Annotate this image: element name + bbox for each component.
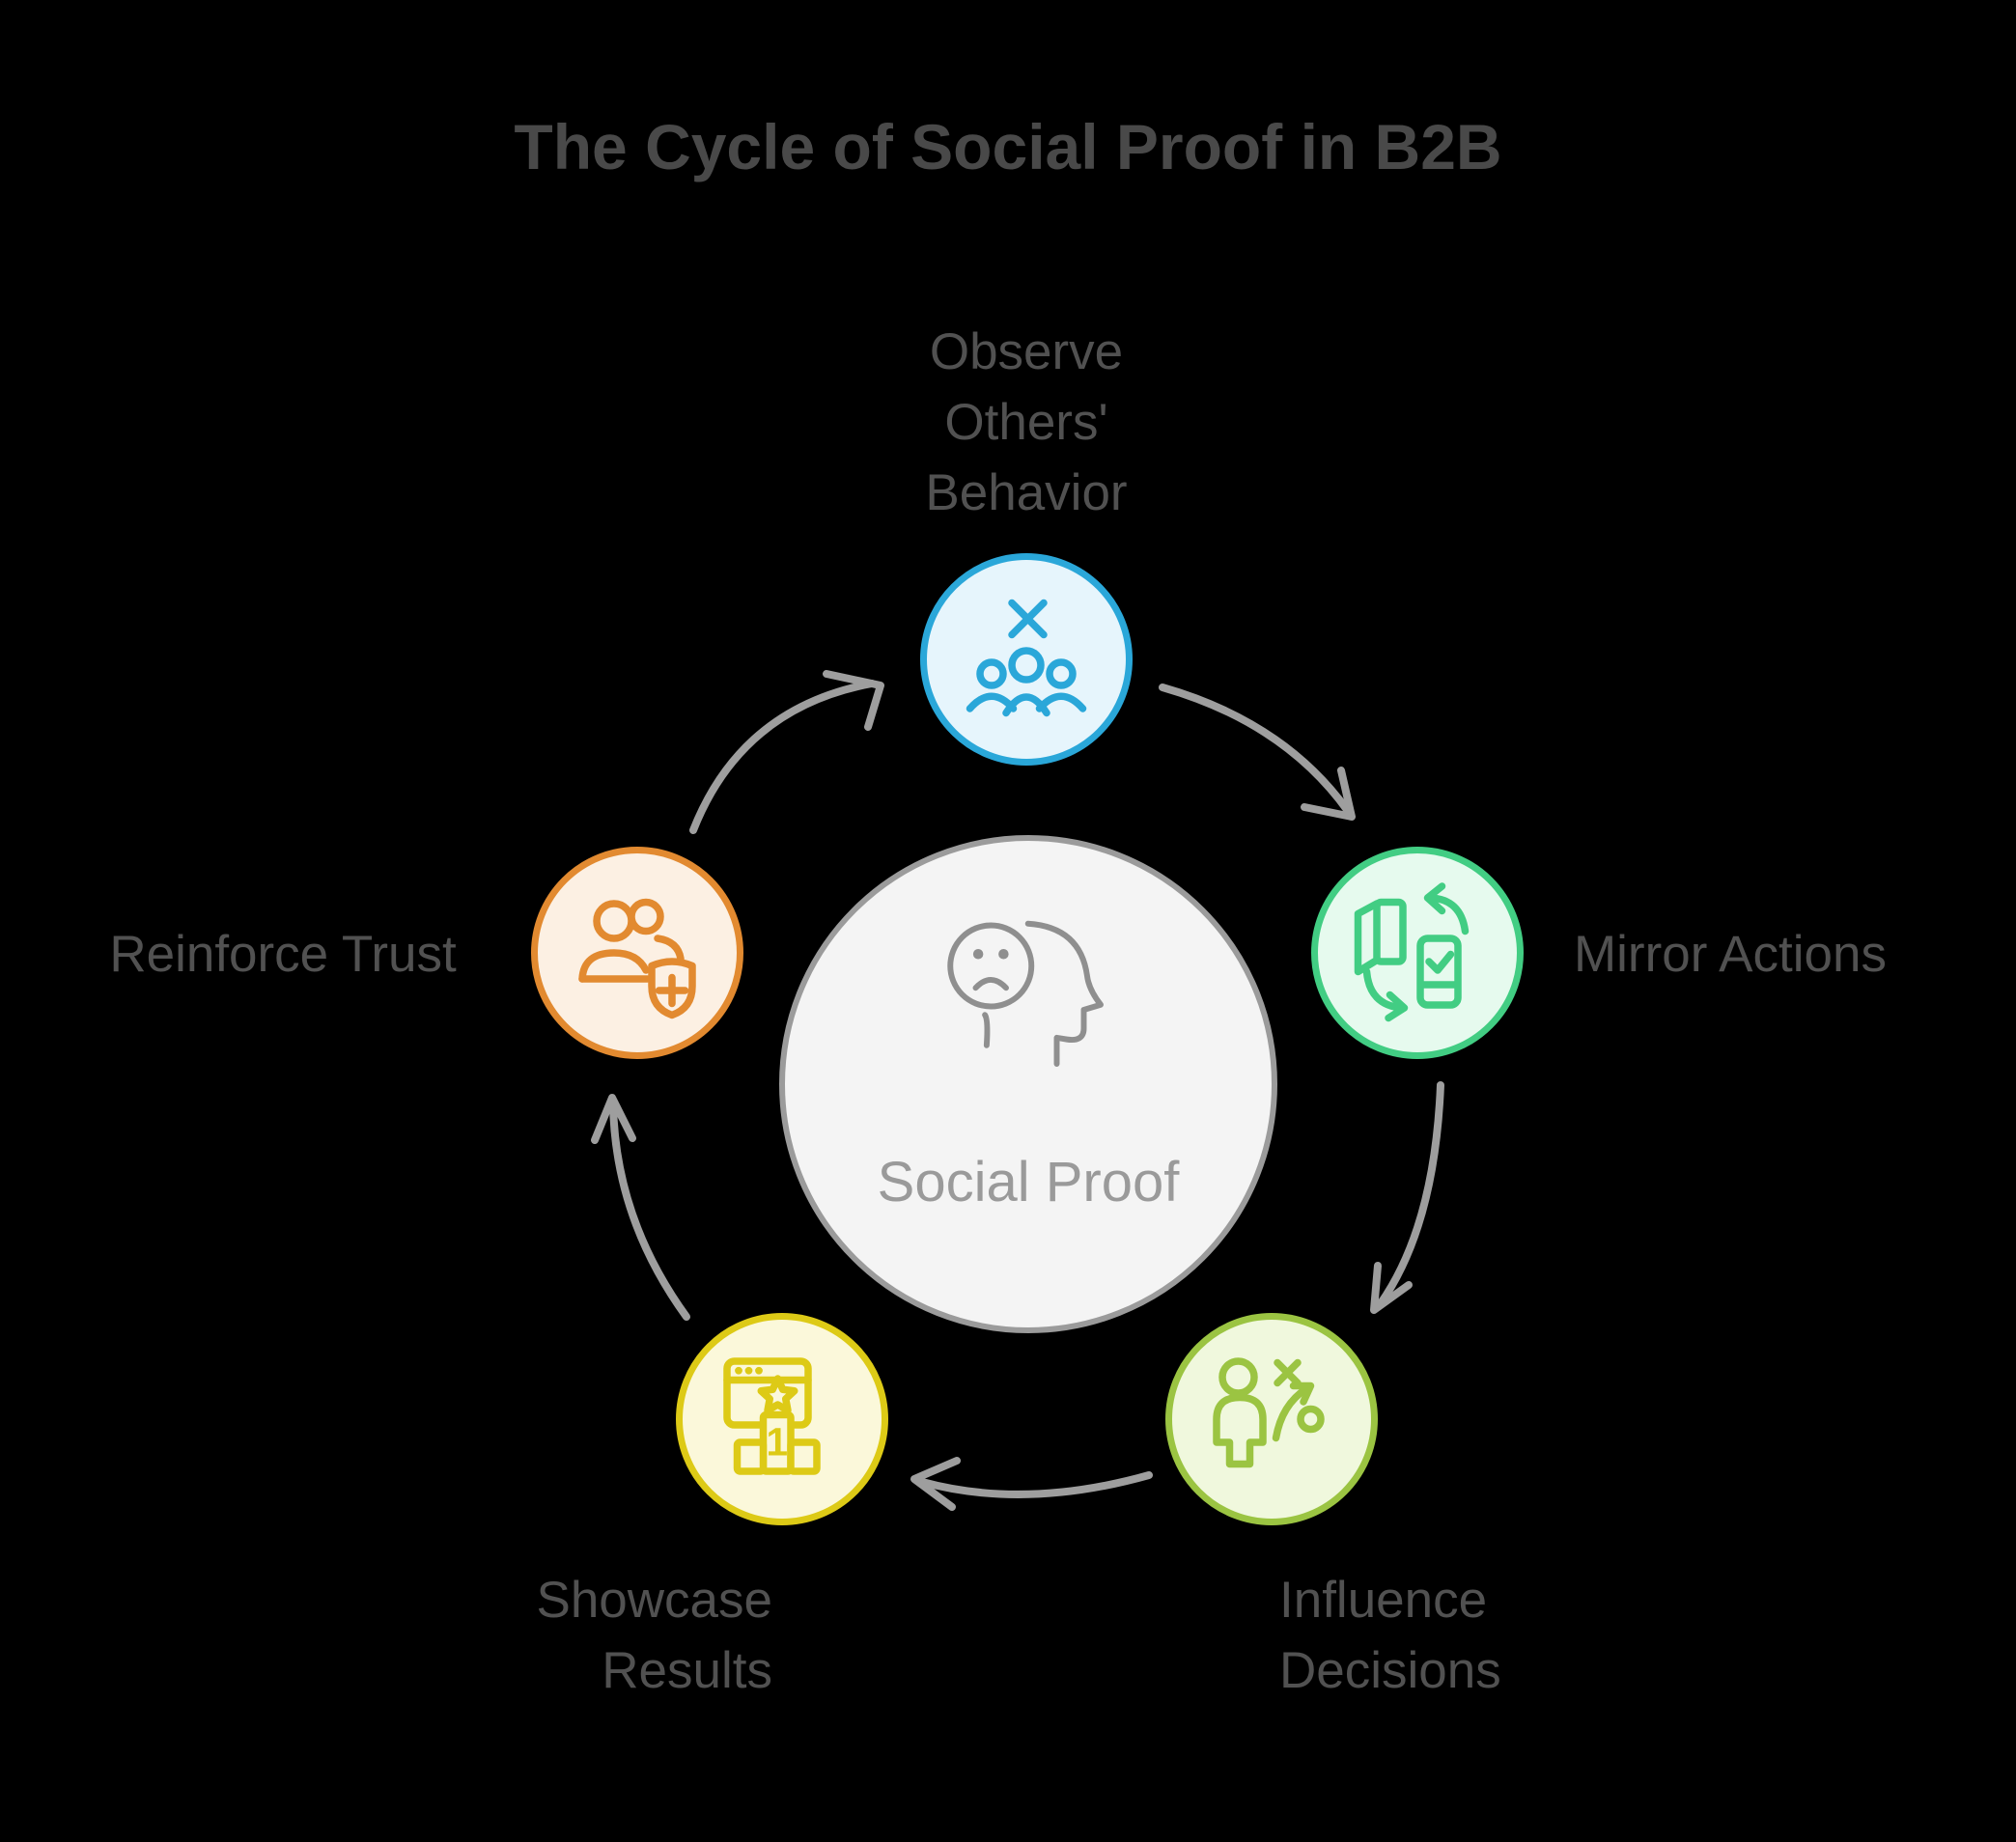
- label-mirror-actions: Mirror Actions: [1574, 926, 1887, 983]
- step-node-influence-decisions: [1165, 1313, 1378, 1525]
- arrow-reinforce-to-observe: [689, 670, 884, 834]
- center-label: Social Proof: [877, 1151, 1180, 1214]
- label-influence-decisions: Influence Decisions: [1279, 1572, 1501, 1699]
- label-showcase-results: Showcase Results: [536, 1572, 772, 1699]
- winner-webpage-icon: 1: [723, 1357, 821, 1475]
- person-strategy-icon: [1213, 1357, 1325, 1468]
- step-node-observe-others-behavior: [920, 553, 1133, 766]
- step-node-mirror-actions: [1311, 847, 1524, 1059]
- step-node-reinforce-trust: [531, 847, 743, 1059]
- label-reinforce-trust: Reinforce Trust: [109, 926, 457, 983]
- users-shield-plus-icon: [578, 898, 696, 1019]
- arrow-showcase-to-reinforce: [591, 1094, 690, 1321]
- step-node-showcase-results: 1: [676, 1313, 888, 1525]
- page-title: The Cycle of Social Proof in B2B: [514, 111, 1502, 182]
- door-device-swap-icon: [1354, 882, 1470, 1022]
- label-observe-others-behavior: Observe Others' Behavior: [925, 323, 1128, 521]
- arrow-influence-to-showcase: [910, 1457, 1153, 1511]
- svg-text:1: 1: [766, 1420, 788, 1465]
- audience-group-icon: [966, 599, 1087, 717]
- arrow-observe-to-mirror: [1159, 684, 1356, 821]
- pensive-head-icon: [947, 920, 1104, 1067]
- arrow-mirror-to-influence: [1370, 1081, 1444, 1314]
- center-node-social-proof: Social Proof: [779, 835, 1277, 1333]
